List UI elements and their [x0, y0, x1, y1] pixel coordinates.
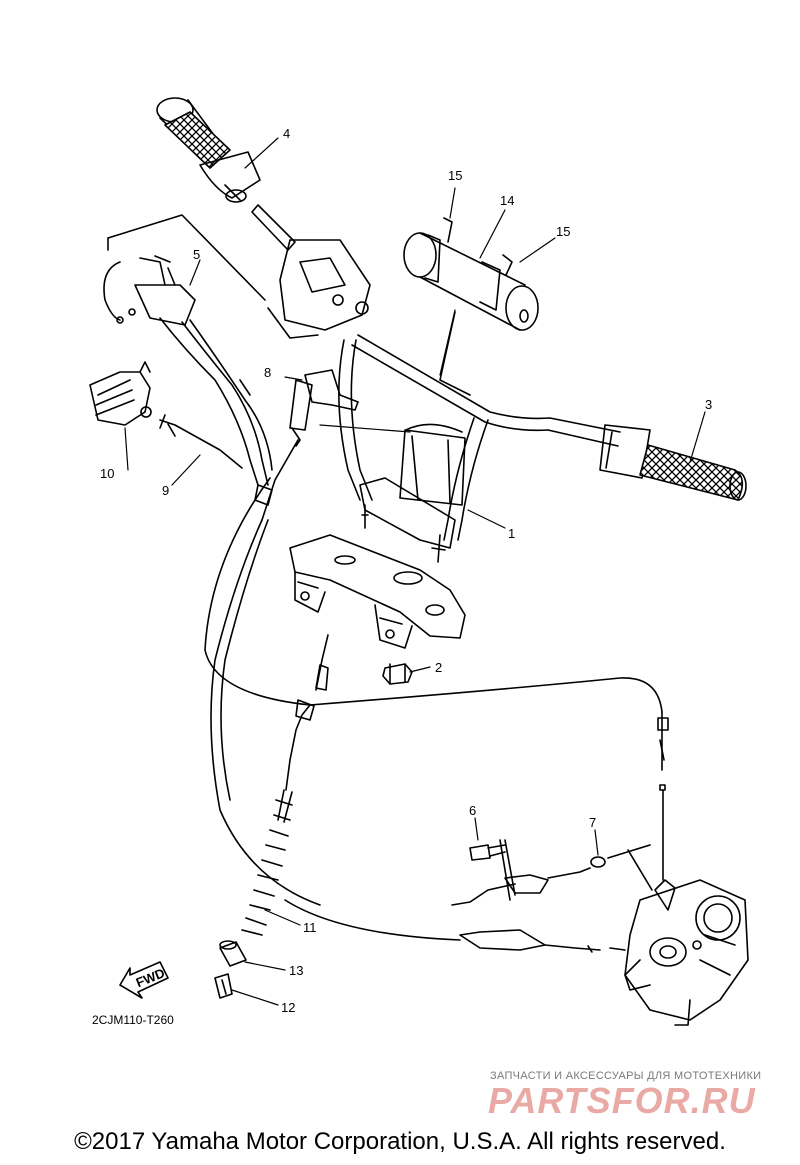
callout-12: 12 [281, 1000, 295, 1015]
left-grip-assembly [156, 97, 371, 339]
callout-3: 3 [705, 397, 712, 412]
cable-adjuster [289, 369, 359, 447]
callout-6: 6 [469, 803, 476, 818]
callout-15-right: 15 [556, 224, 570, 239]
callout-8: 8 [264, 365, 271, 380]
throttle-cables [159, 317, 273, 486]
diagram-code: 2CJM110-T260 [92, 1013, 174, 1027]
throttle-cover [89, 361, 152, 426]
callout-2: 2 [435, 660, 442, 675]
handlebar-holder [359, 423, 466, 563]
callout-9: 9 [162, 483, 169, 498]
callout-14: 14 [500, 193, 514, 208]
cable-guide [214, 940, 247, 999]
carburetor-cables [451, 839, 653, 953]
o-ring [590, 856, 606, 868]
upper-bracket [289, 534, 466, 649]
throttle-return-cable [204, 477, 669, 881]
watermark-brand: PARTSFOR.RU [488, 1080, 756, 1121]
cable-with-spring [241, 634, 461, 941]
copyright-footer: ©2017 Yamaha Motor Corporation, U.S.A. A… [74, 1128, 726, 1155]
callout-7: 7 [589, 815, 596, 830]
parts-diagram: 4 15 14 15 5 8 3 10 9 1 2 6 7 11 13 12 F… [89, 97, 749, 1027]
callout-15-top: 15 [448, 168, 462, 183]
handlebar-pad [403, 217, 539, 331]
carburetor [609, 879, 749, 1026]
callout-10: 10 [100, 466, 114, 481]
callout-4: 4 [283, 126, 290, 141]
watermark-tagline: ЗАПЧАСТИ И АКСЕССУАРЫ ДЛЯ МОТОТЕХНИКИ [490, 1070, 762, 1082]
callout-13: 13 [289, 963, 303, 978]
callouts: 4 15 14 15 5 8 3 10 9 1 2 6 7 11 13 12 F… [92, 126, 712, 1027]
nut [382, 663, 413, 685]
forward-arrow [119, 961, 169, 999]
leader-lines [124, 137, 706, 1006]
choke-cable [159, 414, 243, 469]
handlebar [338, 311, 621, 541]
bolt [469, 844, 506, 861]
callout-1: 1 [508, 526, 515, 541]
right-grip-assembly [599, 424, 747, 501]
main-cable [210, 439, 321, 906]
callout-11: 11 [303, 920, 317, 935]
throttle-cable-connector [103, 214, 266, 326]
callout-5: 5 [193, 247, 200, 262]
